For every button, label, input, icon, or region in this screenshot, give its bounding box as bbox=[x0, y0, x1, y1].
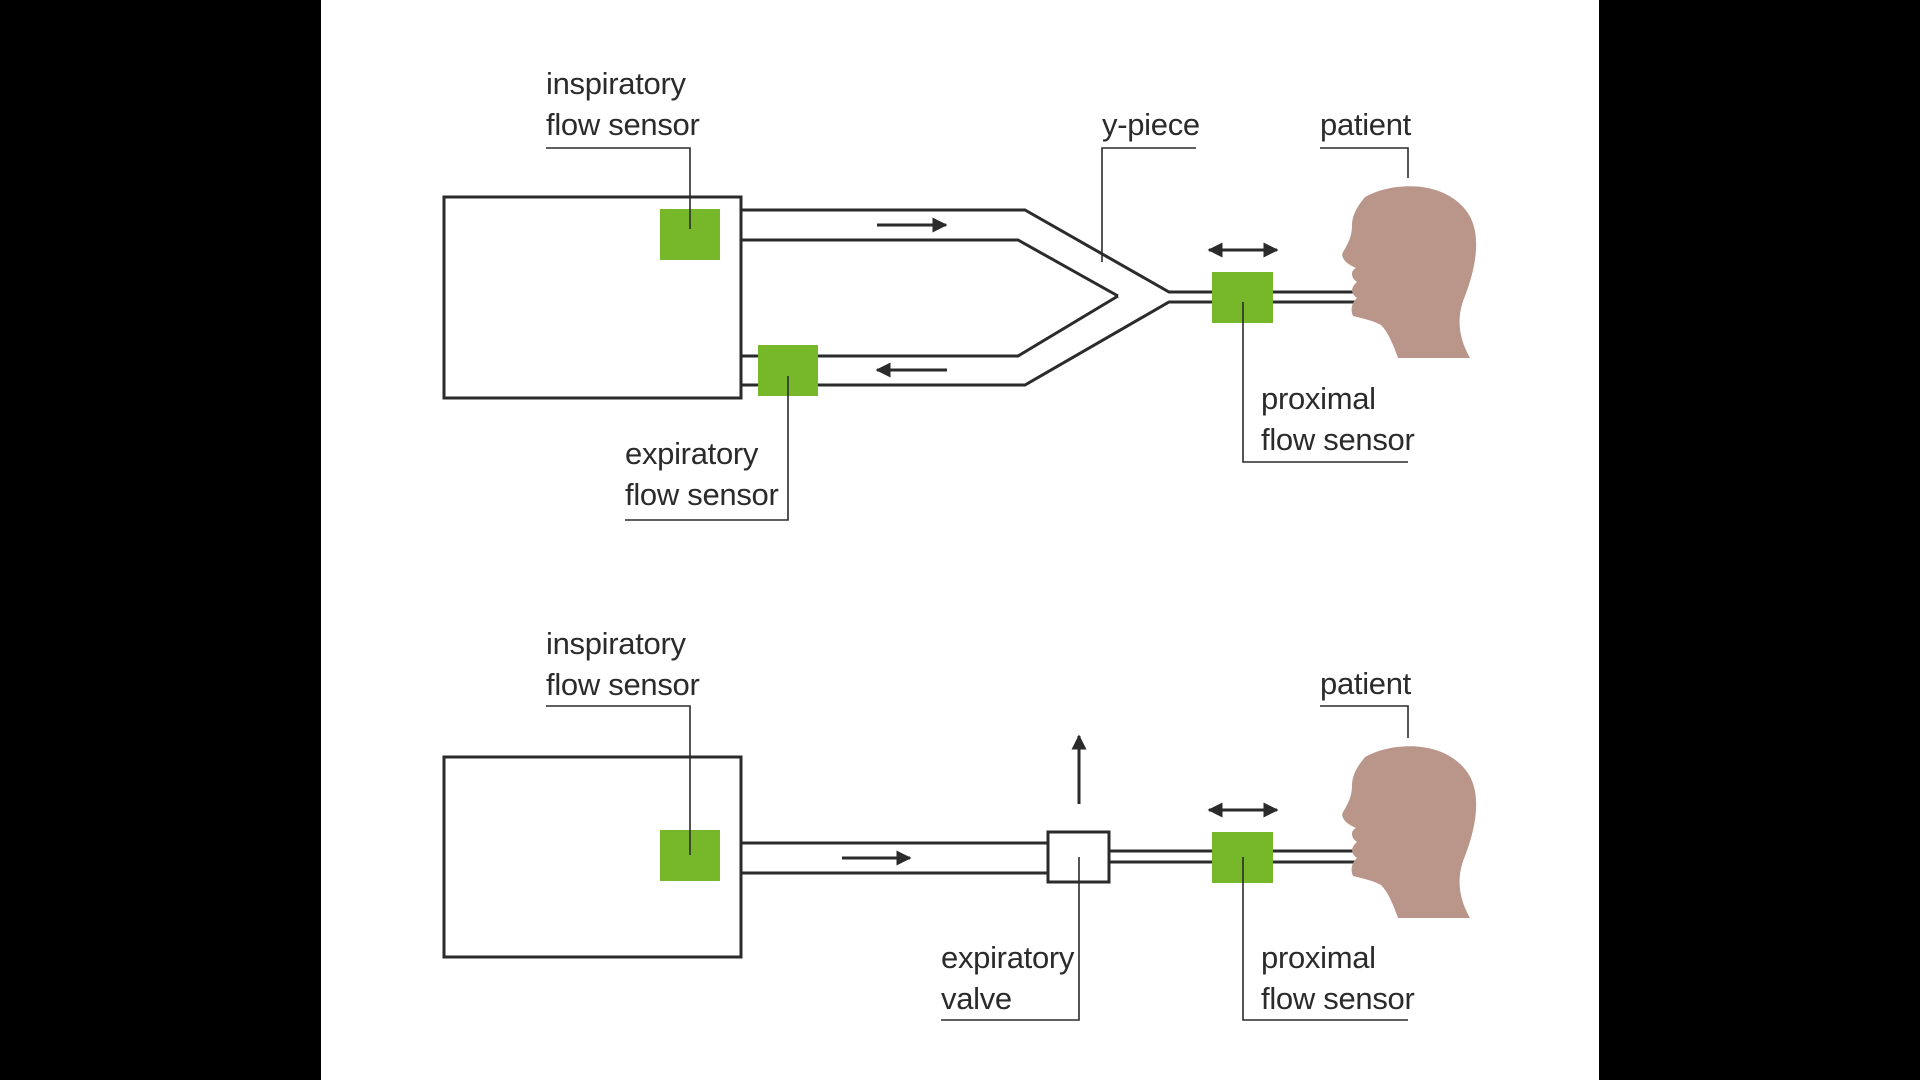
patient-label: patient bbox=[1320, 107, 1412, 142]
inspiratory-tube-inner bbox=[741, 238, 1119, 298]
patient-label: patient bbox=[1320, 666, 1412, 701]
proximal-label-line2: flow sensor bbox=[1261, 422, 1415, 457]
expiratory-label-line1: expiratory bbox=[625, 436, 759, 471]
ventilator-box bbox=[442, 755, 743, 959]
expiratory-label-line2: flow sensor bbox=[625, 477, 779, 512]
inspiratory-leader bbox=[546, 147, 691, 229]
inspiratory-leader bbox=[546, 705, 691, 855]
proximal-label-line1: proximal bbox=[1261, 381, 1376, 416]
patient-leader bbox=[1320, 705, 1409, 738]
valve-label-line2: valve bbox=[941, 981, 1012, 1016]
inspiratory-label-line2: flow sensor bbox=[546, 107, 700, 142]
valve-label-line1: expiratory bbox=[941, 940, 1075, 975]
proximal-label-line1: proximal bbox=[1261, 940, 1376, 975]
expiratory-leader bbox=[625, 376, 789, 521]
ypiece-label: y-piece bbox=[1102, 107, 1200, 142]
proximal-label-line2: flow sensor bbox=[1261, 981, 1415, 1016]
ventilator-box bbox=[442, 195, 743, 400]
diagram-panel bbox=[321, 0, 1599, 1080]
proximal-leader bbox=[1242, 857, 1408, 1021]
patient-head-icon bbox=[1342, 186, 1477, 358]
patient-leader bbox=[1320, 147, 1409, 178]
inspiratory-label-line1: inspiratory bbox=[546, 626, 686, 661]
bottom-diagram: inspiratory flow sensor expiratory valve… bbox=[442, 626, 1477, 1021]
inspiratory-label-line1: inspiratory bbox=[546, 66, 686, 101]
top-diagram: inspiratory flow sensor expiratory flow … bbox=[442, 66, 1477, 521]
inspiratory-label-line2: flow sensor bbox=[546, 667, 700, 702]
expiratory-tube-inner bbox=[741, 294, 1119, 358]
ypiece-leader bbox=[1101, 147, 1196, 262]
proximal-leader bbox=[1242, 302, 1408, 463]
valve-leader bbox=[941, 857, 1080, 1021]
patient-head-icon bbox=[1342, 746, 1477, 918]
